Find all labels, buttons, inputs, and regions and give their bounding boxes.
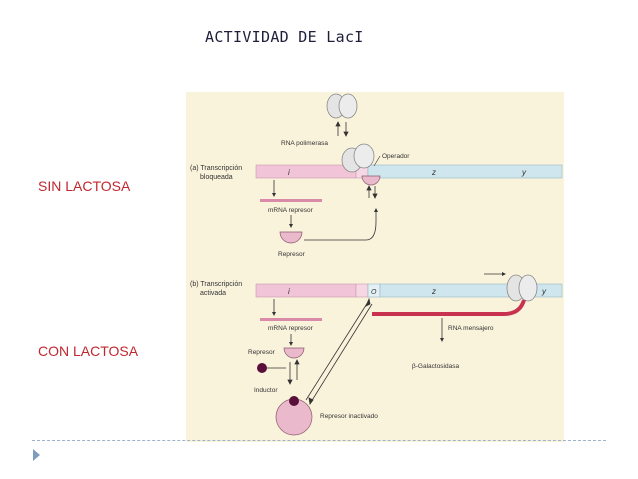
operator-o-label-b: O <box>371 289 377 296</box>
beta-galactosidasa-label: β-Galactosidasa <box>412 363 459 370</box>
operator-pointer <box>373 155 381 167</box>
arrow-head-mrna-rep-b <box>289 342 293 346</box>
arrow-head-i-mrna-b <box>272 312 276 316</box>
rna-polymerase-transcribing <box>506 274 538 302</box>
panel-a-label-1: (a) Transcripción <box>190 165 242 172</box>
panel-a-label-2: bloqueada <box>200 174 233 181</box>
footer-divider <box>32 440 606 441</box>
mrna-bar-b <box>260 318 322 321</box>
gene-y-label-b: y <box>541 287 547 296</box>
lac-operon-figure: (a) Transcripción bloqueada i z y RNA po… <box>186 92 564 442</box>
repressor-free-a <box>279 231 303 244</box>
bullet-arrow-icon <box>33 449 40 461</box>
rna-polymerase-bound <box>341 143 375 173</box>
transcription-direction-head <box>502 272 506 276</box>
binding-arrows-a <box>335 121 349 137</box>
mrna-messenger <box>372 299 526 316</box>
mrna-repressor-label-a: mRNA represor <box>268 207 314 214</box>
represor-inactivado-label: Represor inactivado <box>320 413 378 420</box>
mrna-repressor-label-b: mRNA represor <box>268 325 314 332</box>
gene-y-label-a: y <box>521 168 527 177</box>
figure-background <box>186 92 564 442</box>
arrow-head-i-mrna-a <box>272 193 276 197</box>
mrna-bar-a <box>260 199 322 202</box>
arrow-head-mrna-rep-a <box>289 224 293 228</box>
panel-b-label-2: activada <box>200 290 226 297</box>
operator-label: Operador <box>382 153 410 160</box>
panel-b-label-1: (b) Transcripción <box>190 281 242 288</box>
gene-i-label-b: i <box>288 287 290 296</box>
arrow-head-mrna-bgal <box>440 338 444 342</box>
repressor-path-head-a <box>374 208 378 212</box>
gene-z-label-b: z <box>431 287 436 296</box>
gene-i-label-a: i <box>288 168 290 177</box>
blocked-binding-arrows <box>305 297 373 405</box>
repressor-path-a <box>304 210 377 241</box>
rna-mensajero-label: RNA mensajero <box>448 325 494 332</box>
slide-title: ACTIVIDAD DE LacI <box>205 28 364 46</box>
dna-strand-a-genes-zy <box>367 164 563 179</box>
dna-strand-b-gene-i <box>255 283 357 298</box>
inactive-repressor-inducer <box>289 396 299 406</box>
gene-z-label-a: z <box>431 168 436 177</box>
rna-polymerase-free <box>326 93 358 119</box>
label-con-lactosa: CON LACTOSA <box>38 343 139 359</box>
repressor-bound-a <box>361 175 381 186</box>
dna-strand-a-gene-i <box>255 164 357 179</box>
operator-arrows-a <box>366 185 378 199</box>
repressor-label-b: Represor <box>248 349 276 356</box>
label-sin-lactosa: SIN LACTOSA <box>38 178 131 194</box>
inductor-label: Inductor <box>254 387 278 394</box>
dna-strand-b-promoter <box>355 283 369 298</box>
repressor-free-b <box>283 347 305 359</box>
repressor-label-a: Represor <box>278 251 306 258</box>
rna-polymerase-label: RNA polimerasa <box>281 140 328 147</box>
binding-arrows-b <box>287 359 300 385</box>
inducer-molecule <box>257 363 267 373</box>
